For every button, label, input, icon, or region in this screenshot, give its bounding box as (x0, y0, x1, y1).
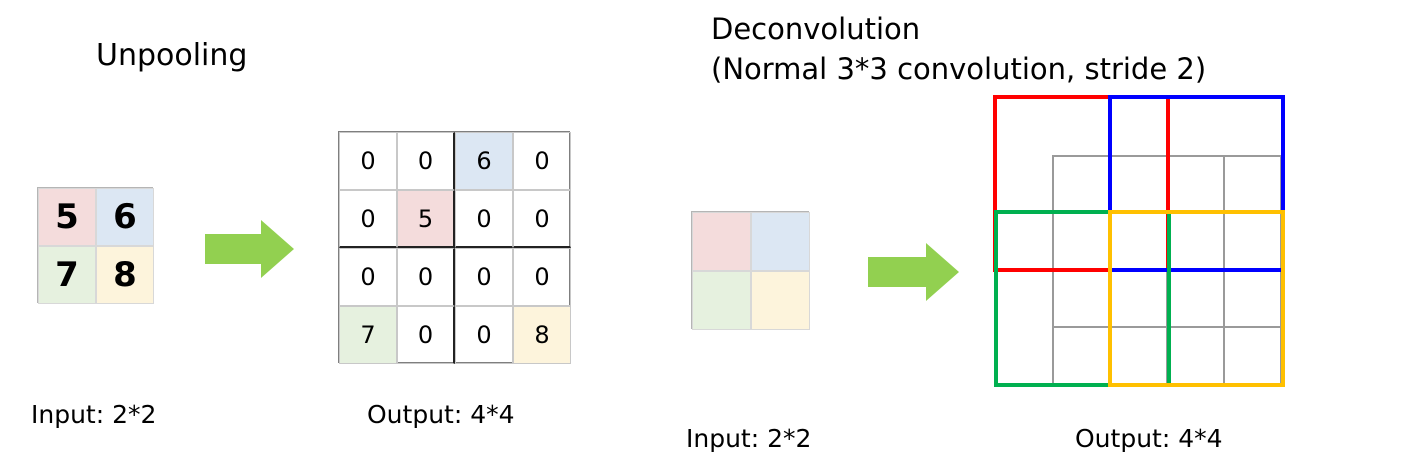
deconvolution-output-caption: Output: 4*4 (1075, 424, 1223, 453)
output-cell: 7 (339, 306, 397, 364)
output-cell: 5 (397, 190, 455, 248)
unpooling-title: Unpooling (96, 38, 248, 73)
deconv-input-cell (692, 271, 751, 330)
output-cell: 0 (397, 306, 455, 364)
deconvolution-input-grid (691, 211, 810, 330)
output-cell: 0 (339, 190, 397, 248)
input-cell: 8 (96, 246, 154, 304)
output-cell: 8 (513, 306, 571, 364)
output-cell: 6 (455, 132, 513, 190)
deconv-input-cell (751, 271, 810, 330)
deconv-input-cell (692, 212, 751, 271)
yellow-kernel-window (1108, 210, 1285, 387)
output-cell: 0 (455, 306, 513, 364)
deconvolution-subtitle: (Normal 3*3 convolution, stride 2) (711, 52, 1207, 86)
red-kernel-window (993, 95, 1170, 272)
unpooling-output-caption: Output: 4*4 (367, 400, 515, 429)
output-cell: 0 (397, 132, 455, 190)
output-cell: 0 (513, 132, 571, 190)
deconv-input-cell (751, 212, 810, 271)
right-arrow-icon (205, 220, 294, 278)
green-kernel-window (994, 210, 1171, 387)
output-cell: 0 (397, 248, 455, 306)
deconvolution-input-caption: Input: 2*2 (686, 424, 812, 453)
output-cell: 0 (513, 248, 571, 306)
input-cell: 6 (96, 188, 154, 246)
unpooling-input-caption: Input: 2*2 (31, 400, 157, 429)
output-cell: 0 (455, 190, 513, 248)
blue-kernel-window (1108, 95, 1285, 272)
deconvolution-title: Deconvolution (711, 12, 921, 46)
right-arrow-icon (868, 243, 959, 301)
output-cell: 0 (339, 248, 397, 306)
unpooling-output-grid: 0 0 6 0 0 5 0 0 0 0 0 0 7 0 0 8 (338, 131, 571, 364)
output-cell: 0 (455, 248, 513, 306)
output-cell: 0 (513, 190, 571, 248)
unpooling-input-grid: 5 6 7 8 (37, 187, 154, 304)
input-cell: 7 (38, 246, 96, 304)
input-cell: 5 (38, 188, 96, 246)
output-cell: 0 (339, 132, 397, 190)
